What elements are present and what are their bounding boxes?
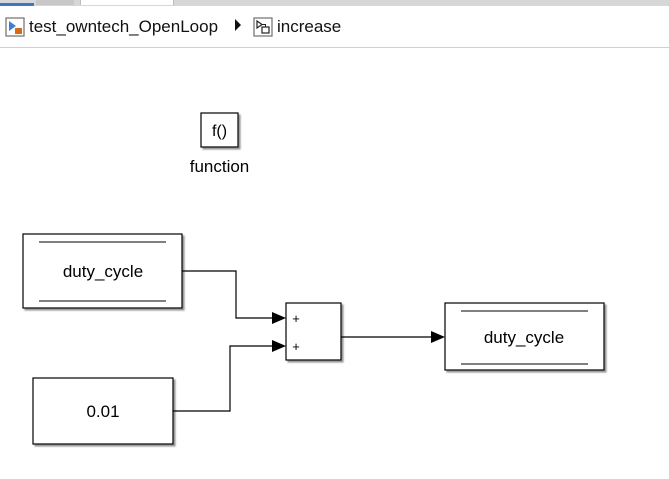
data-store-write-block[interactable]: duty_cycle <box>444 302 605 371</box>
sum-block[interactable]: + + <box>285 302 342 361</box>
editor-tab-active[interactable] <box>80 0 174 5</box>
active-tab-indicator <box>0 3 34 6</box>
constant-value: 0.01 <box>86 402 119 421</box>
arrowhead-icon <box>272 340 286 352</box>
subsystem-icon <box>253 16 273 37</box>
constant-block[interactable]: 0.01 <box>32 377 174 445</box>
function-block-symbol: f() <box>212 123 227 140</box>
chevron-right-icon <box>235 19 241 31</box>
breadcrumb-item-subsystem[interactable]: increase <box>253 6 341 47</box>
arrowhead-icon <box>431 331 445 343</box>
function-block[interactable]: f() <box>200 112 239 148</box>
signal-line-sum-to-write[interactable] <box>341 331 445 343</box>
simulink-model-icon <box>5 16 25 37</box>
breadcrumb-item-model[interactable]: test_owntech_OpenLoop <box>5 6 218 47</box>
editor-tab[interactable] <box>36 0 74 5</box>
function-block-caption: function <box>190 157 250 176</box>
sum-port-1-sign: + <box>292 311 300 326</box>
diagram-svg: f() function duty_cycle 0.01 + + duty_cy… <box>22 112 605 445</box>
editor-tab-strip <box>0 0 669 6</box>
signal-line-read-to-sum[interactable] <box>182 270 286 324</box>
diagram-canvas[interactable]: f() function duty_cycle 0.01 + + duty_cy… <box>0 48 669 479</box>
breadcrumb-label: increase <box>277 16 342 36</box>
data-store-read-label: duty_cycle <box>63 262 143 281</box>
breadcrumb-label: test_owntech_OpenLoop <box>29 16 219 36</box>
breadcrumb: test_owntech_OpenLoop increase <box>0 6 669 48</box>
data-store-write-label: duty_cycle <box>484 328 564 347</box>
arrowhead-icon <box>272 312 286 324</box>
data-store-read-block[interactable]: duty_cycle <box>22 233 183 309</box>
sum-port-2-sign: + <box>292 339 300 354</box>
signal-line-constant-to-sum[interactable] <box>173 340 286 412</box>
